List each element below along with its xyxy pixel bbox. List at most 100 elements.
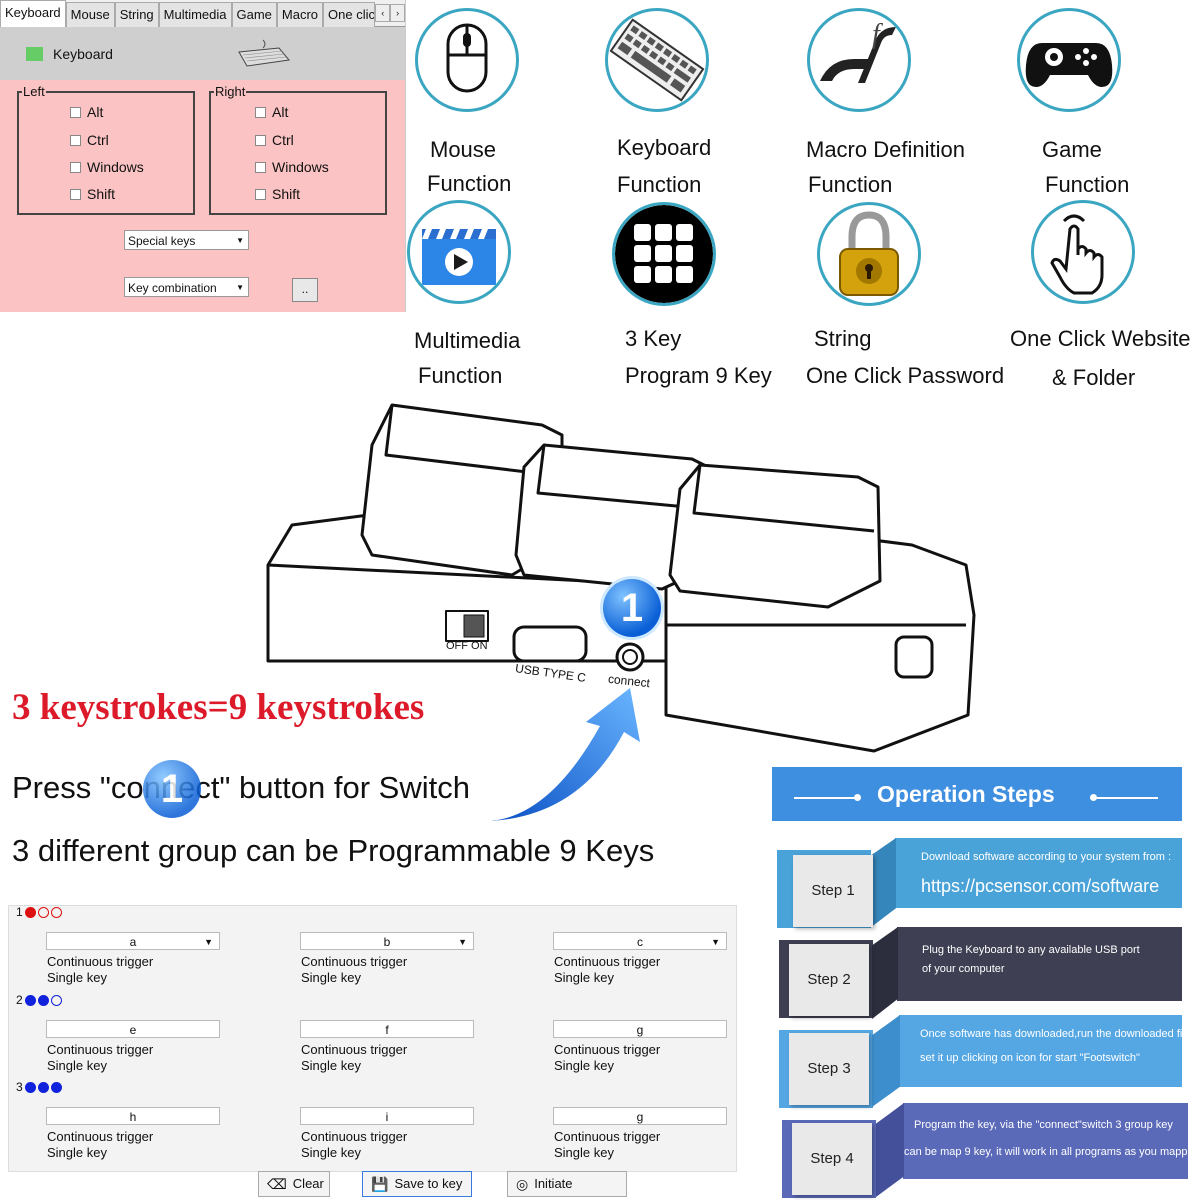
connect-badge: 1 xyxy=(603,579,661,637)
trigger-option[interactable]: Continuous trigger xyxy=(301,1042,408,1057)
right-alt-checkbox[interactable]: Alt xyxy=(255,104,288,120)
key-select[interactable]: h xyxy=(46,1107,220,1125)
mode-option[interactable]: Single key xyxy=(554,970,614,985)
left-windows-checkbox[interactable]: Windows xyxy=(70,159,144,175)
left-group-label: Left xyxy=(22,84,46,99)
key-select[interactable]: e xyxy=(46,1020,220,1038)
status-led xyxy=(26,47,43,61)
step-1-band xyxy=(895,838,1182,908)
feature-label-mouse-2: Function xyxy=(427,171,512,196)
key-combination-select[interactable]: Key combination▼ xyxy=(124,277,249,297)
step-3-label: Step 3 xyxy=(789,1033,869,1105)
group-indicator: 2 xyxy=(16,993,62,1007)
operation-steps-header: Operation Steps xyxy=(772,767,1182,821)
group-dot xyxy=(50,1081,62,1093)
operation-steps-title: Operation Steps xyxy=(877,781,1055,807)
group-indicator: 3 xyxy=(16,1080,62,1094)
svg-text:f: f xyxy=(872,19,883,50)
group-dot xyxy=(37,906,49,918)
switch-label: OFF ON xyxy=(446,640,488,652)
mode-option[interactable]: Single key xyxy=(47,970,107,985)
step-3-text: Once software has downloaded,run the dow… xyxy=(920,1028,1191,1040)
feature-label-macro-1: Macro Definition xyxy=(806,137,965,162)
mode-option[interactable]: Single key xyxy=(301,1145,361,1160)
key-select[interactable]: i xyxy=(300,1107,474,1125)
right-windows-checkbox[interactable]: Windows xyxy=(255,159,329,175)
step-2-fold xyxy=(872,927,898,1019)
save-icon: 💾 xyxy=(371,1176,389,1192)
group-dot xyxy=(24,1081,36,1093)
feature-label-website-2: & Folder xyxy=(1052,365,1136,390)
tab-string[interactable]: String xyxy=(114,2,159,27)
tab-keyboard[interactable]: Keyboard xyxy=(0,0,66,27)
trigger-option[interactable]: Continuous trigger xyxy=(47,954,154,969)
tab-multimedia[interactable]: Multimedia xyxy=(158,2,232,27)
keyboard-header xyxy=(0,27,405,80)
mode-option[interactable]: Single key xyxy=(301,1058,361,1073)
trigger-option[interactable]: Continuous trigger xyxy=(301,954,408,969)
tab-macro[interactable]: Macro xyxy=(276,2,324,27)
trigger-option[interactable]: Continuous trigger xyxy=(47,1129,154,1144)
tab-one-click[interactable]: One clic xyxy=(323,2,376,27)
gamepad-icon xyxy=(1017,8,1121,112)
feature-label-mouse-1: Mouse xyxy=(430,137,497,162)
feature-label-string-2: One Click Password xyxy=(806,363,1005,388)
step-1-fold xyxy=(870,838,896,928)
right-shift-checkbox[interactable]: Shift xyxy=(255,186,300,202)
step-2-band xyxy=(897,927,1182,1001)
key-select[interactable]: b▼ xyxy=(300,932,474,950)
step-1-label: Step 1 xyxy=(793,855,873,927)
key-select[interactable]: f xyxy=(300,1020,474,1038)
feature-label-game-1: Game xyxy=(1042,137,1102,162)
key-select[interactable]: g xyxy=(553,1020,727,1038)
keypad-icon xyxy=(612,202,716,306)
trigger-option[interactable]: Continuous trigger xyxy=(554,1129,661,1144)
key-select[interactable]: g xyxy=(553,1107,727,1125)
tab-mouse[interactable]: Mouse xyxy=(65,2,115,27)
step-4-band xyxy=(903,1103,1188,1179)
feature-label-keyboard-2: Function xyxy=(617,172,702,197)
step-3-text-2: set it up clicking on icon for start "Fo… xyxy=(920,1052,1140,1064)
chevron-down-icon: ▼ xyxy=(711,937,720,947)
macro-icon: f xyxy=(807,8,911,112)
step-3-band xyxy=(899,1015,1182,1087)
step-4-fold xyxy=(876,1103,904,1197)
step-4-label: Step 4 xyxy=(792,1123,872,1195)
initiate-button[interactable]: ◎Initiate xyxy=(507,1171,627,1197)
mode-option[interactable]: Single key xyxy=(554,1058,614,1073)
connect-badge-inline: 1 xyxy=(143,760,201,818)
group-indicator: 1 xyxy=(16,905,62,919)
save-to-key-button[interactable]: 💾Save to key xyxy=(362,1171,472,1197)
group-dot xyxy=(50,906,62,918)
mouse-icon xyxy=(415,8,519,112)
feature-label-website-1: One Click Website xyxy=(1010,326,1191,351)
trigger-option[interactable]: Continuous trigger xyxy=(554,1042,661,1057)
group-dot xyxy=(37,994,49,1006)
group-dot xyxy=(24,994,36,1006)
chevron-down-icon: ▼ xyxy=(204,937,213,947)
browse-button[interactable]: .. xyxy=(292,278,318,302)
key-select[interactable]: c▼ xyxy=(553,932,727,950)
step-3-fold xyxy=(872,1015,900,1107)
group-dot xyxy=(24,906,36,918)
tab-scroll-left[interactable]: ‹ xyxy=(375,4,391,22)
tab-game[interactable]: Game xyxy=(231,2,277,27)
trigger-option[interactable]: Continuous trigger xyxy=(554,954,661,969)
right-ctrl-checkbox[interactable]: Ctrl xyxy=(255,132,294,148)
left-ctrl-checkbox[interactable]: Ctrl xyxy=(70,132,109,148)
mode-option[interactable]: Single key xyxy=(47,1058,107,1073)
clear-button[interactable]: ⌫Clear xyxy=(258,1171,330,1197)
key-select[interactable]: a▼ xyxy=(46,932,220,950)
mode-option[interactable]: Single key xyxy=(47,1145,107,1160)
trigger-option[interactable]: Continuous trigger xyxy=(47,1042,154,1057)
broom-icon: ⌫ xyxy=(267,1176,287,1192)
mode-option[interactable]: Single key xyxy=(301,970,361,985)
tab-scroll-right[interactable]: › xyxy=(390,4,405,22)
left-alt-checkbox[interactable]: Alt xyxy=(70,104,103,120)
left-shift-checkbox[interactable]: Shift xyxy=(70,186,115,202)
mode-option[interactable]: Single key xyxy=(554,1145,614,1160)
special-keys-select[interactable]: Special keys▼ xyxy=(124,230,249,250)
step-1-link[interactable]: https://pcsensor.com/software xyxy=(921,876,1160,896)
trigger-option[interactable]: Continuous trigger xyxy=(301,1129,408,1144)
feature-label-multimedia-1: Multimedia xyxy=(414,328,521,353)
